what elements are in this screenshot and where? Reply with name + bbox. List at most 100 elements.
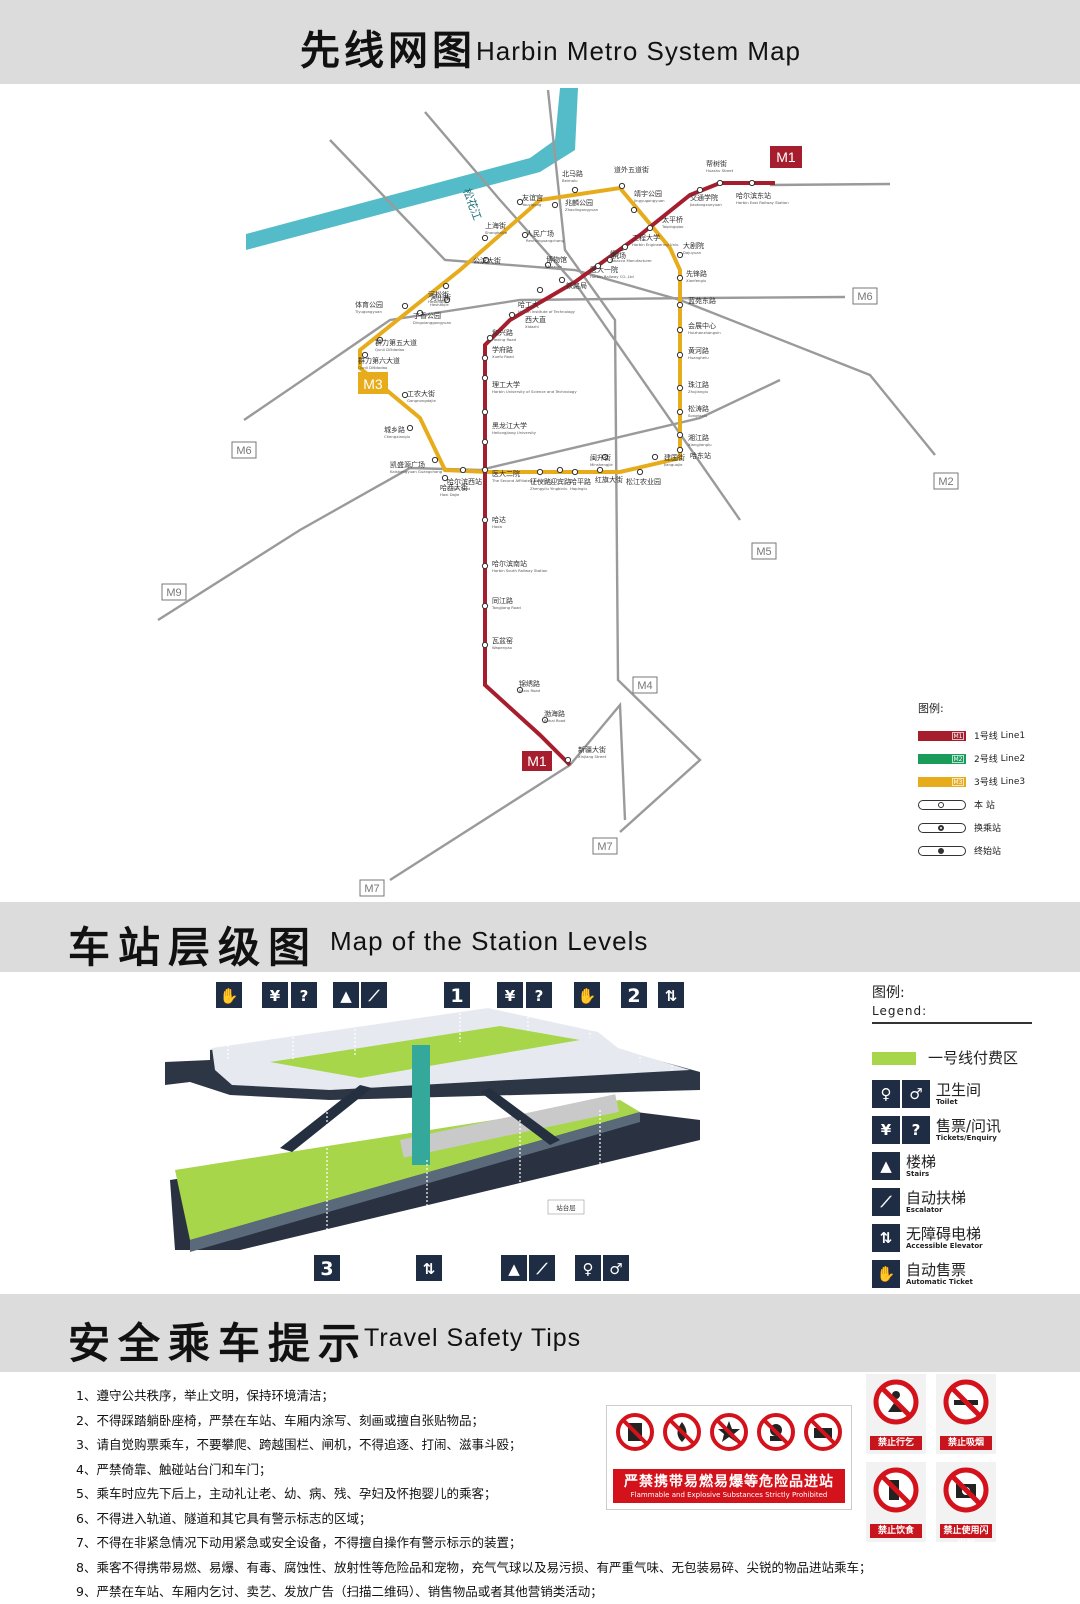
planned-station-label: 人民广场	[526, 229, 554, 238]
line1-station-marker	[621, 243, 629, 251]
line-m1-extension	[769, 182, 891, 187]
line1-station-label-en: Bohai Road	[544, 718, 566, 723]
legend-transfer: 换乘站	[918, 816, 1068, 839]
station-markers	[361, 179, 756, 764]
line1-station-marker	[481, 641, 489, 649]
tip-item: 3、请自觉购票乘车，不要攀爬、跨越围栏、闸机，不得追逐、打闹、滋事斗殴；	[76, 1437, 522, 1452]
planned-station-label: 城乡路	[384, 425, 405, 434]
svg-text:?: ?	[300, 987, 309, 1005]
no-eating-icon	[873, 1467, 919, 1513]
line1-station-label-en: Harbin University of Science and Technol…	[492, 389, 577, 394]
planned-station-label: 道外五道街	[614, 165, 649, 174]
planned-station-marker	[676, 408, 684, 416]
planned-station-label-en: Songtaolu	[688, 413, 708, 418]
planned-station-label: 哈平路	[570, 477, 591, 486]
planned-station-label-en: Zhujianglu	[688, 389, 709, 394]
line1-station-label: 学府路	[492, 345, 513, 354]
safety-tips-list: 1、遵守公共秩序，举止文明，保持环境清洁； 2、不得踩踏躺卧座椅，严禁在车站、车…	[76, 1384, 1016, 1604]
line1-station-marker	[481, 374, 489, 382]
planned-lines	[157, 89, 936, 882]
line1-station-label: 渤海路	[544, 709, 565, 718]
songhua-river	[246, 88, 578, 250]
planned-station-label: 黄河路	[688, 346, 709, 355]
svg-text:⇅: ⇅	[665, 987, 678, 1005]
badge-m6-west: M6	[236, 445, 251, 457]
svg-text:▲: ▲	[340, 987, 352, 1005]
planned-station-marker	[676, 384, 684, 392]
safety-header: 安全乘车提示 Travel Safety Tips	[0, 1294, 1080, 1372]
planned-station-label-en: Huanghelu	[688, 355, 709, 360]
planned-station-label-en: Qunli Di6dadao	[358, 365, 388, 370]
line1-station-label-en: Huashu Street	[706, 168, 734, 173]
line1-station-label-en: Harbin East Railway Station	[736, 200, 789, 205]
planned-station-label: 凯盛源广场	[390, 460, 425, 469]
svg-text:?: ?	[535, 987, 544, 1005]
line1-station-label-en: Harbin Institute of Technology	[518, 309, 576, 314]
legend-line1: M1 1号线 Line1	[918, 724, 1068, 747]
no-toxic-icon	[757, 1413, 795, 1451]
safety-title-zh: 安全乘车提示	[68, 1319, 369, 1368]
planned-station-label-en: Dajuyuan	[683, 250, 702, 255]
line1-station-label: 哈达	[492, 515, 506, 524]
planned-station-label: 建国街	[664, 453, 685, 462]
escalator-icon: ⟋	[872, 1188, 900, 1216]
line1-station-marker	[481, 516, 489, 524]
hazardous-goods-prohibition: 严禁携带易燃易爆等危险品进站 Flammable and Explosive S…	[606, 1405, 852, 1510]
planned-station-label-en: Haxi Dajie	[440, 492, 460, 497]
line1-station-label-en: Hada	[492, 524, 502, 529]
planned-station-label: 哈西大街	[440, 483, 468, 492]
no-flash-icon	[943, 1467, 989, 1513]
planned-station-marker	[676, 446, 684, 454]
line1-station-marker	[481, 602, 489, 610]
line-m6-planned	[243, 295, 846, 421]
legend-terminal: 终始站	[918, 839, 1068, 862]
line1-station-label-en: Heilongjiang University	[492, 430, 537, 435]
line1-station-marker	[716, 179, 724, 187]
line1-station-label: 理工大学	[492, 380, 520, 389]
planned-station-marker	[443, 296, 451, 304]
planned-station-marker	[401, 391, 409, 399]
planned-station-label-en: Minshengjie	[590, 462, 613, 467]
svg-text:¥: ¥	[505, 987, 516, 1005]
legend-station: 本 站	[918, 793, 1068, 816]
badge-m7-west: M7	[364, 883, 379, 895]
line1-station-label-en: Xinjiang Street	[578, 754, 607, 759]
planned-station-marker	[676, 301, 684, 309]
planned-station-marker	[459, 466, 467, 474]
planned-station-marker	[556, 466, 564, 474]
line1-station-label-en: Harbin Engineering Univ.	[632, 242, 679, 247]
line1-station-marker	[516, 686, 524, 694]
elevator-shaft	[412, 1045, 430, 1165]
line1-station-marker	[541, 716, 549, 724]
platform-label: 站台层	[556, 1203, 576, 1212]
badge-m1-top: M1	[776, 149, 796, 165]
line-m2-planned	[329, 139, 936, 456]
river-label: 松花江	[460, 186, 484, 222]
planned-station-marker	[551, 201, 559, 209]
badge-m6-east: M6	[857, 291, 872, 303]
line1-station-label: 交通学院	[690, 193, 718, 202]
line1-station-marker	[536, 286, 544, 294]
planned-station-marker	[618, 182, 626, 190]
legend-line2: M2 2号线 Line2	[918, 747, 1068, 770]
planned-station-label: 靖宇公园	[634, 189, 662, 198]
badge-m7-east: M7	[597, 841, 612, 853]
planned-station-label-en: Hapinglu	[570, 486, 588, 491]
line1-station-label-en: Harbin Railway CO.,Ltd	[590, 274, 634, 279]
no-fire-icon	[663, 1413, 701, 1451]
line-m7-planned	[389, 701, 627, 882]
no-flash-sign: 禁止使用闪光灯	[936, 1462, 996, 1550]
line1-station-label: 锦绣路	[519, 679, 540, 688]
planned-station-label: 松涛路	[688, 404, 709, 413]
planned-station-label-en: Xianfenglu	[686, 278, 707, 283]
line1-station-marker	[481, 562, 489, 570]
planned-station-label: 公滨大街	[473, 256, 501, 265]
planned-station-label: 工农大街	[407, 389, 435, 398]
planned-station-marker	[431, 456, 439, 464]
svg-text:▲: ▲	[508, 1260, 520, 1278]
planned-station-marker	[571, 186, 579, 194]
planned-station-label-en: Jianguojie	[663, 462, 683, 467]
map-legend: 图例: M1 1号线 Line1 M2 2号线 Line2 M3 3号线 Lin…	[918, 700, 1068, 862]
